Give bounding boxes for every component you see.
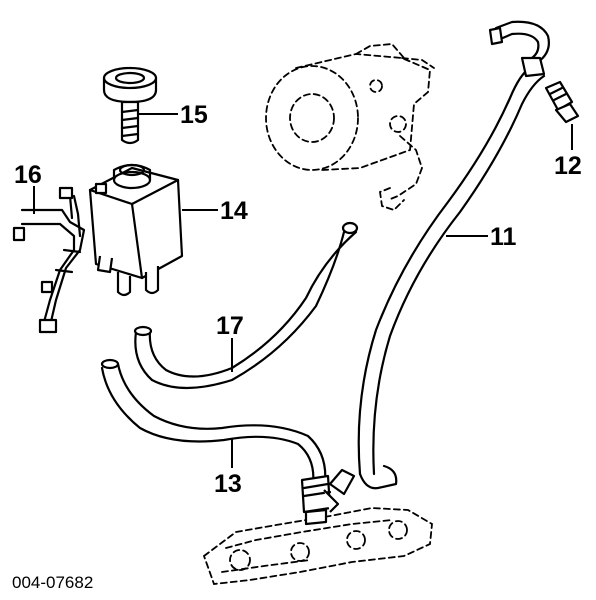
- steering-gear-outline: [202, 507, 433, 585]
- document-number: 004-07682: [12, 573, 93, 592]
- fitting-part-12: [544, 80, 580, 124]
- callout-14: 14: [220, 197, 248, 225]
- return-hose-part-17: [133, 221, 359, 390]
- callout-16: 16: [14, 161, 42, 189]
- leader-lines: [33, 113, 573, 468]
- reservoir-cap-part-15: [102, 66, 158, 145]
- callout-15: 15: [180, 101, 208, 129]
- callout-11: 11: [490, 223, 517, 251]
- supply-hose-part-11: [357, 20, 550, 490]
- reservoir-part-14: [88, 163, 184, 297]
- callout-17: 17: [216, 312, 244, 340]
- callout-12: 12: [554, 152, 582, 180]
- pressure-hose-part-13: [100, 358, 356, 526]
- steering-pump-outline: [265, 43, 435, 212]
- bracket-part-16: [12, 186, 86, 334]
- callout-13: 13: [214, 470, 242, 498]
